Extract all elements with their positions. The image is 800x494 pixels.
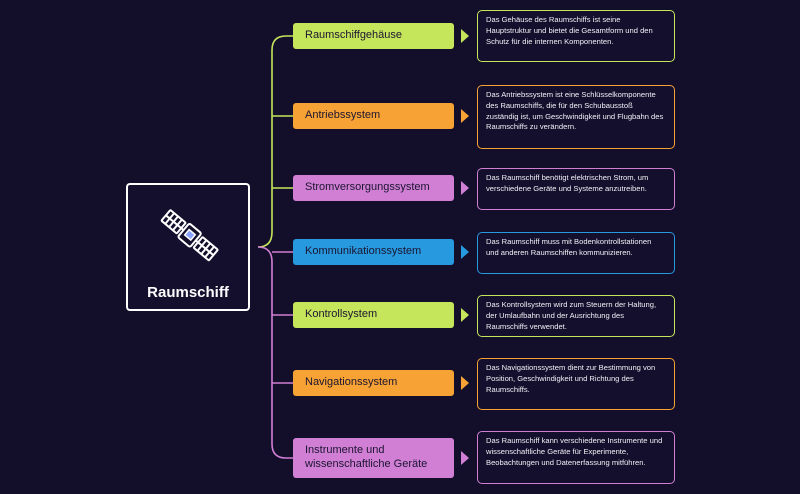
description-box: Das Raumschiff benötigt elektrischen Str… (477, 168, 675, 210)
branch-node[interactable]: Kommunikationssystem (293, 239, 454, 265)
branch-label: Raumschiffgehäuse (305, 29, 403, 42)
branch-label: Instrumente und wissenschaftliche Geräte (305, 444, 428, 470)
root-node[interactable]: Raumschiff (126, 183, 250, 311)
description-text: Das Kontrollsystem wird zum Steuern der … (486, 300, 657, 331)
root-label: Raumschiff (147, 284, 229, 301)
branch-node[interactable]: Navigationssystem (293, 370, 454, 396)
description-text: Das Antriebssystem ist eine Schlüsselkom… (486, 90, 664, 132)
arrow-marker (461, 29, 469, 43)
description-box: Das Kontrollsystem wird zum Steuern der … (477, 295, 675, 337)
branch-node[interactable]: Raumschiffgehäuse (293, 23, 454, 49)
branch-node[interactable]: Stromversorgungssystem (293, 175, 454, 201)
branch-node[interactable]: Antriebssystem (293, 103, 454, 129)
connector-line (257, 35, 293, 248)
branch-label: Kommunikationssystem (305, 245, 422, 258)
description-box: Das Navigationssystem dient zur Bestimmu… (477, 358, 675, 410)
description-text: Das Gehäuse des Raumschiffs ist seine Ha… (486, 15, 653, 46)
description-box: Das Antriebssystem ist eine Schlüsselkom… (477, 85, 675, 149)
arrow-marker (461, 109, 469, 123)
arrow-marker (461, 245, 469, 259)
branch-label: Antriebssystem (305, 109, 381, 122)
description-text: Das Raumschiff kann verschiedene Instrum… (486, 436, 663, 467)
branch-label: Navigationssystem (305, 376, 398, 389)
description-box: Das Raumschiff muss mit Bodenkontrollsta… (477, 232, 675, 274)
description-box: Das Raumschiff kann verschiedene Instrum… (477, 431, 675, 484)
branch-label: Stromversorgungssystem (305, 181, 430, 194)
branch-node[interactable]: Kontrollsystem (293, 302, 454, 328)
description-text: Das Raumschiff muss mit Bodenkontrollsta… (486, 237, 652, 257)
satellite-icon (160, 209, 219, 262)
description-text: Das Navigationssystem dient zur Bestimmu… (486, 363, 656, 394)
arrow-marker (461, 181, 469, 195)
description-text: Das Raumschiff benötigt elektrischen Str… (486, 173, 649, 193)
branch-node[interactable]: Instrumente und wissenschaftliche Geräte (293, 438, 454, 478)
arrow-marker (461, 308, 469, 322)
arrow-marker (461, 451, 469, 465)
description-box: Das Gehäuse des Raumschiffs ist seine Ha… (477, 10, 675, 62)
arrow-marker (461, 376, 469, 390)
connector-line (257, 246, 293, 459)
branch-label: Kontrollsystem (305, 308, 378, 321)
